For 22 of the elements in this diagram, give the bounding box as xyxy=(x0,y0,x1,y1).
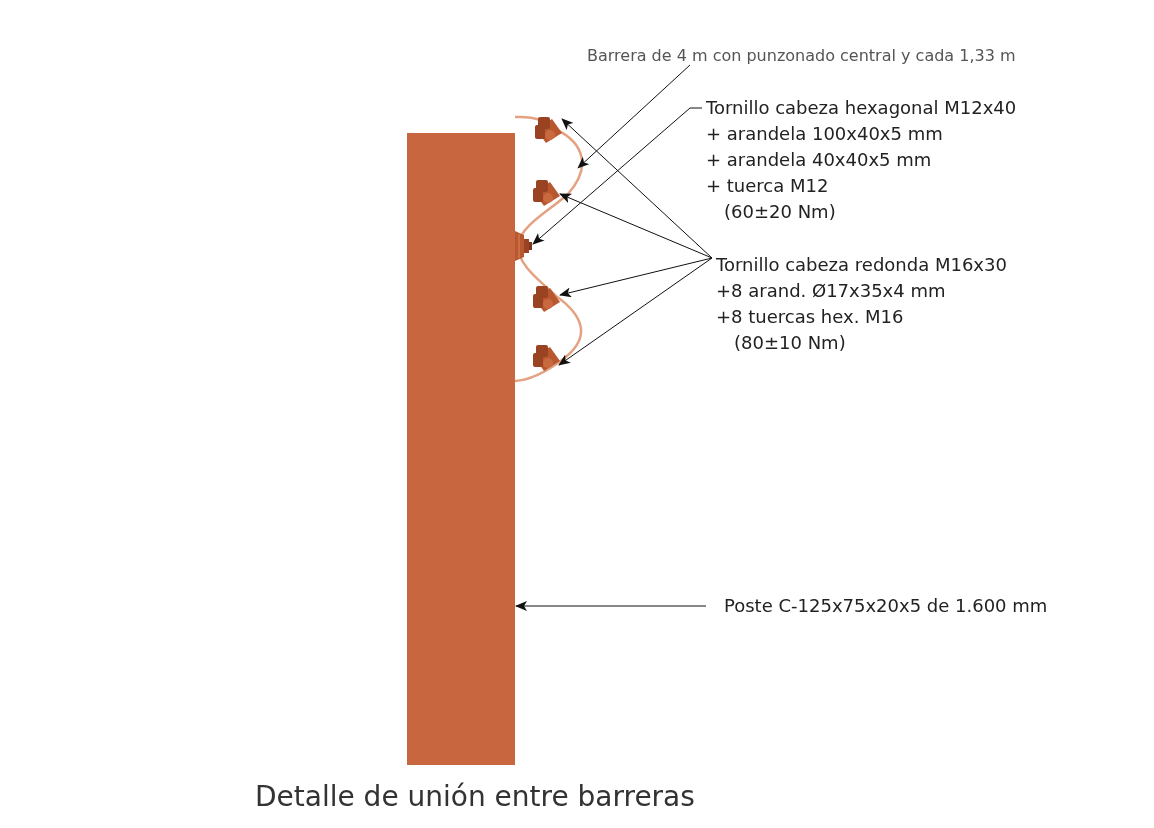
leader-line xyxy=(532,107,703,245)
callout-heading: Tornillo cabeza hexagonal M12x40 xyxy=(706,96,1017,120)
callout-text: (60±20 Nm) xyxy=(723,200,836,224)
bolt-drawing xyxy=(515,231,532,261)
callout-heading: Tornillo cabeza redonda M16x30 xyxy=(716,253,1007,277)
callout-text: Barrera de 4 m con punzonado central y cada 1,33 m xyxy=(587,45,1016,67)
callout-text: + tuerca M12 xyxy=(706,174,829,198)
leader-line xyxy=(559,257,713,298)
callout-text: +8 arand. Ø17x35x4 mm xyxy=(716,279,946,303)
callout-text: (80±10 Nm) xyxy=(733,331,846,355)
leader-line xyxy=(558,257,713,366)
leader-line xyxy=(559,193,713,259)
callout-text: Poste C-125x75x20x5 de 1.600 mm xyxy=(724,594,1048,618)
post-drawing xyxy=(407,133,515,765)
callout-text: +8 tuercas hex. M16 xyxy=(716,305,904,329)
callout-text: + arandela 40x40x5 mm xyxy=(706,148,932,172)
leader-line xyxy=(561,118,713,259)
callout-text: + arandela 100x40x5 mm xyxy=(706,122,943,146)
leader-line xyxy=(577,64,691,169)
leader-line xyxy=(515,601,707,611)
caption: Detalle de unión entre barreras xyxy=(255,780,695,813)
barrier-drawing xyxy=(514,115,584,383)
